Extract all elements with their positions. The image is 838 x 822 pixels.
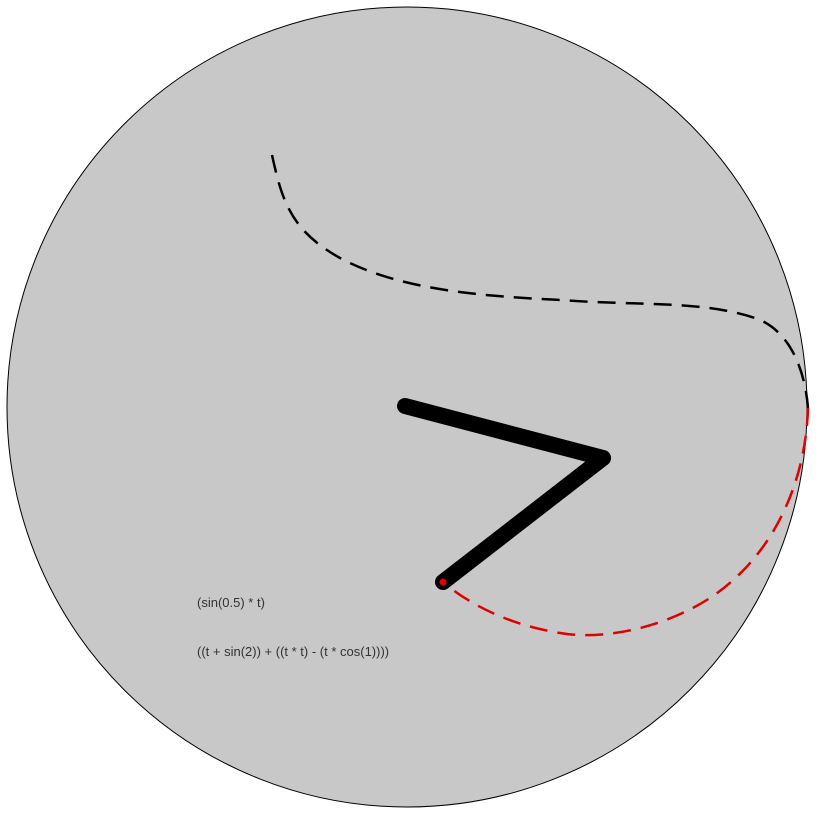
formula-second: ((t + sin(2)) + ((t * t) - (t * cos(1)))…: [197, 644, 389, 659]
formula-first: (sin(0.5) * t): [197, 595, 265, 610]
pendulum-arm-upper: [397, 398, 611, 466]
pendulum-arm-lower: [435, 450, 611, 590]
trace-path-past: [270, 154, 810, 409]
trace-path-recent: [442, 407, 810, 637]
pen-tip-dot: [439, 578, 447, 586]
